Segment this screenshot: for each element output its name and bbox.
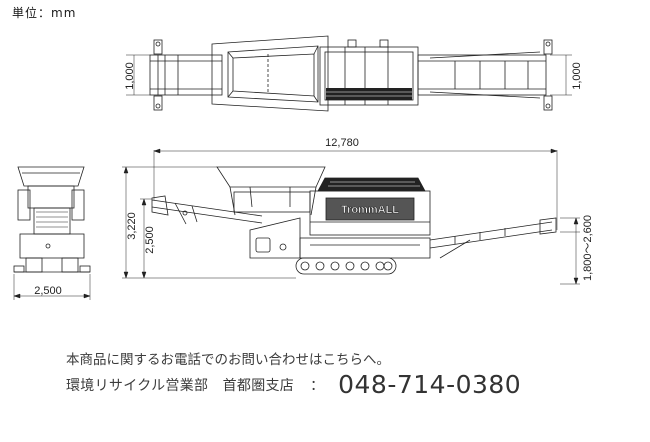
machine-logo: TrommALL (341, 204, 399, 216)
department-name: 環境リサイクル営業部 首都圏支店 (66, 377, 295, 394)
unit-label: 単位：mm (12, 6, 77, 20)
front-view (13, 166, 91, 300)
side-view: TrommALL (122, 166, 580, 285)
overall-length-dim-line (153, 148, 558, 230)
phone-number[interactable]: 048-714-0380 (338, 370, 522, 399)
top-width-right-dim: 1,000 (571, 62, 583, 90)
discharge-height-dim: 1,800～2,600 (582, 215, 594, 281)
front-height-body-dim: 2,500 (144, 226, 156, 254)
contact-row: 環境リサイクル営業部 首都圏支店 ： 048-714-0380 (66, 370, 521, 399)
contact-notice: 本商品に関するお電話でのお問い合わせはこちらへ。 (66, 352, 390, 368)
contact-colon: ： (310, 377, 325, 394)
front-width-dim: 2,500 (34, 285, 62, 297)
overall-length-dim: 12,780 (325, 137, 359, 149)
top-view (126, 35, 572, 112)
top-width-left-dim: 1,000 (124, 62, 136, 90)
front-height-total-dim: 3,220 (126, 212, 138, 240)
